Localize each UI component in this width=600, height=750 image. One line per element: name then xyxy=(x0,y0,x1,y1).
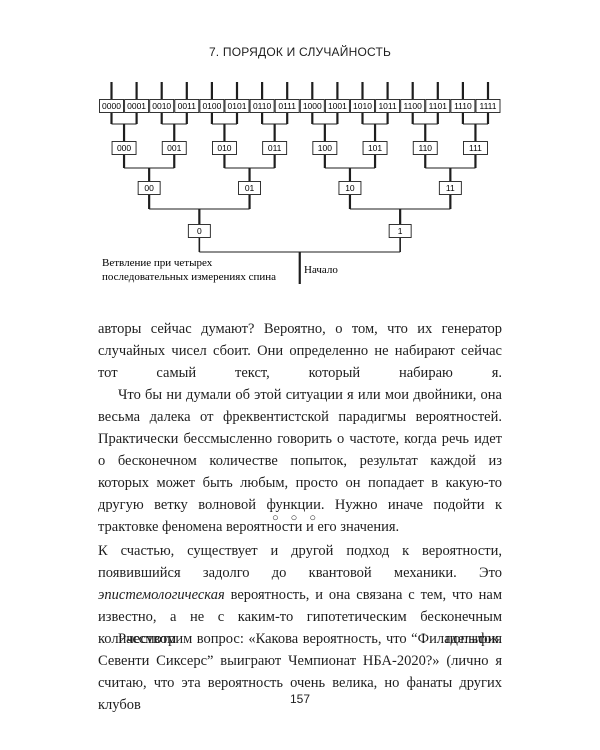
node-level4-label: 0010 xyxy=(152,101,171,111)
node-level1: 0 xyxy=(187,224,211,238)
node-level2-label: 00 xyxy=(144,183,154,193)
node-level4-label: 0111 xyxy=(278,101,296,111)
node-level4: 1000 xyxy=(299,99,325,113)
start-label: Начало xyxy=(304,264,338,276)
node-level4-label: 1001 xyxy=(328,101,347,111)
node-level3-label: 110 xyxy=(418,143,432,153)
node-level3: 010 xyxy=(211,141,237,155)
node-level3-label: 101 xyxy=(368,143,382,153)
paragraph-3-emphasis: эпистемологическая xyxy=(98,587,225,603)
paragraph-4-text: Рассмотрим вопрос: «Какова вероятность, … xyxy=(98,631,502,713)
running-title: 7. ПОРЯДОК И СЛУЧАЙНОСТЬ xyxy=(208,45,392,59)
diagram-caption-line2: последовательных измерениях спина xyxy=(102,271,276,283)
node-level3-label: 111 xyxy=(469,143,482,153)
node-level4: 0101 xyxy=(224,99,250,113)
node-level4-label: 1110 xyxy=(454,101,472,111)
node-level4: 1111 xyxy=(475,99,501,113)
node-level2-label: 10 xyxy=(345,183,355,193)
node-level4: 1010 xyxy=(350,99,375,113)
node-level4: 0010 xyxy=(149,99,175,113)
node-level3-label: 100 xyxy=(318,143,332,153)
node-level2: 01 xyxy=(238,181,262,195)
node-level4-label: 0001 xyxy=(127,101,146,111)
node-level3: 110 xyxy=(412,141,438,155)
node-level4: 0011 xyxy=(174,99,200,113)
paragraph-2: Что бы ни думали об этой ситуации я или … xyxy=(98,384,502,538)
node-level3: 101 xyxy=(362,141,388,155)
node-level4: 0100 xyxy=(199,99,225,113)
node-level4: 1001 xyxy=(324,99,350,113)
node-level2: 11 xyxy=(438,181,462,195)
node-level3: 100 xyxy=(312,141,338,155)
node-level4-label: 0000 xyxy=(102,101,121,111)
node-level4: 0110 xyxy=(249,99,275,113)
node-level1: 1 xyxy=(388,224,412,238)
node-level3-label: 010 xyxy=(217,143,231,153)
section-break: ○○○ xyxy=(272,512,328,524)
node-level4-label: 1100 xyxy=(404,101,423,111)
node-level4-label: 1010 xyxy=(353,101,372,111)
node-level4: 0000 xyxy=(99,99,124,113)
node-level4-label: 1000 xyxy=(303,101,322,111)
paragraph-1: авторы сейчас думают? Вероятно, о том, ч… xyxy=(98,321,502,381)
node-level3: 000 xyxy=(111,141,137,155)
node-level3: 001 xyxy=(161,141,187,155)
node-level4: 0001 xyxy=(124,99,150,113)
node-level4-label: 0011 xyxy=(178,101,197,111)
node-level4: 1011 xyxy=(375,99,401,113)
node-level4: 1110 xyxy=(450,99,476,113)
node-level3: 011 xyxy=(262,141,288,155)
node-level4-label: 0100 xyxy=(202,101,221,111)
node-level4-label: 1101 xyxy=(429,101,448,111)
node-level4: 1100 xyxy=(400,99,426,113)
diagram-caption-line1: Ветвление при четырех xyxy=(102,257,213,269)
paragraph-3-text-b: вероятность, и она связана с тем, что на… xyxy=(98,587,502,647)
node-level2-label: 11 xyxy=(446,183,455,193)
node-level4-label: 0101 xyxy=(228,101,247,111)
node-level2: 10 xyxy=(338,181,362,195)
node-level3-label: 011 xyxy=(268,143,282,153)
node-level1-label: 0 xyxy=(197,226,202,236)
node-level3: 111 xyxy=(463,141,488,155)
node-level3-label: 001 xyxy=(167,143,181,153)
node-level4: 0111 xyxy=(274,99,300,113)
page-number: 157 xyxy=(289,692,311,706)
node-level3-label: 000 xyxy=(117,143,131,153)
paragraph-4: Рассмотрим вопрос: «Какова вероятность, … xyxy=(98,628,502,716)
paragraph-3-text-a: К счастью, существует и другой подход к … xyxy=(98,543,502,581)
paragraph-2-text: Что бы ни думали об этой ситуации я или … xyxy=(98,387,502,535)
node-level2: 00 xyxy=(137,181,161,195)
node-level2-label: 01 xyxy=(245,183,255,193)
node-level4-label: 1111 xyxy=(479,101,496,111)
paragraph-3: К счастью, существует и другой подход к … xyxy=(98,540,502,650)
node-level1-label: 1 xyxy=(398,226,403,236)
node-level4-label: 1011 xyxy=(378,101,397,111)
node-level4-label: 0110 xyxy=(253,101,272,111)
node-level4: 1101 xyxy=(425,99,451,113)
